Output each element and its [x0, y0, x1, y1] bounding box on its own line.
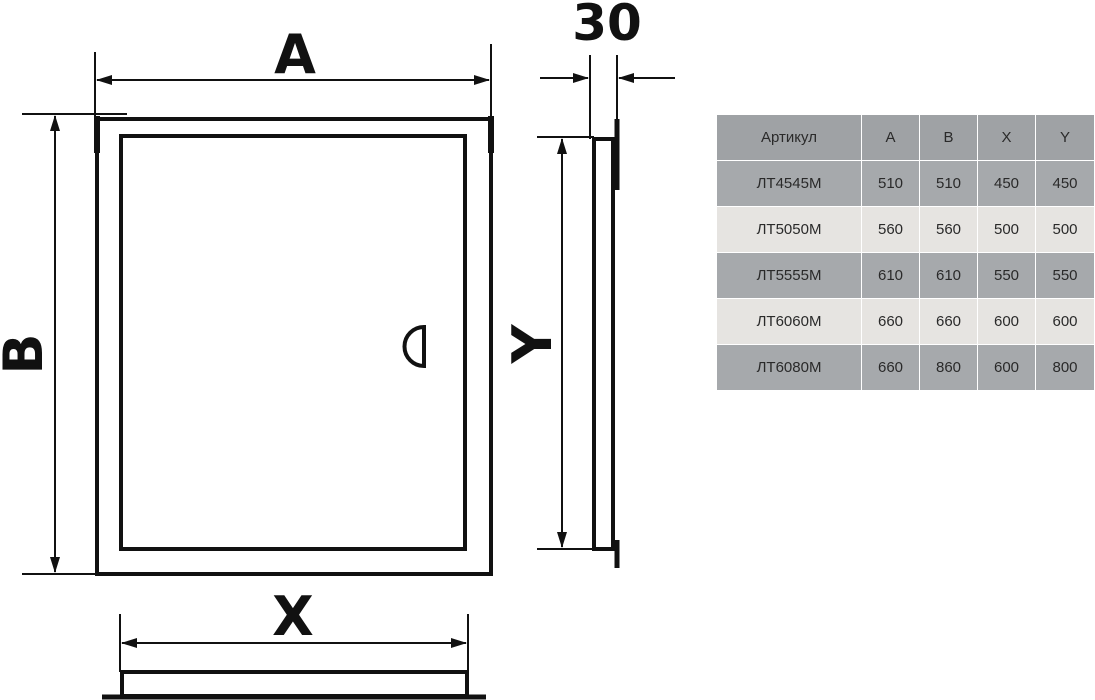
header-y: Y — [1035, 114, 1095, 161]
table-row: ЛТ5050М 560 560 500 500 — [716, 206, 1095, 253]
cell-x: 600 — [977, 298, 1036, 345]
label-30: 30 — [572, 0, 642, 52]
cell-x: 550 — [977, 252, 1036, 299]
door-panel — [119, 134, 467, 551]
cell-x: 450 — [977, 160, 1036, 207]
label-b: B — [0, 333, 55, 374]
header-b: B — [919, 114, 978, 161]
cell-a: 660 — [861, 298, 920, 345]
cell-y: 800 — [1035, 344, 1095, 391]
label-y: Y — [501, 324, 564, 365]
header-article: Артикул — [716, 114, 862, 161]
label-a: A — [274, 23, 316, 86]
cell-b: 610 — [919, 252, 978, 299]
cell-y: 450 — [1035, 160, 1095, 207]
cell-b: 510 — [919, 160, 978, 207]
cell-article: ЛТ6080М — [716, 344, 862, 391]
cell-x: 600 — [977, 344, 1036, 391]
table-row: ЛТ5555М 610 610 550 550 — [716, 252, 1095, 299]
cell-a: 610 — [861, 252, 920, 299]
cell-article: ЛТ4545М — [716, 160, 862, 207]
cell-a: 660 — [861, 344, 920, 391]
cell-y: 600 — [1035, 298, 1095, 345]
spec-table: Артикул A B X Y ЛТ4545М 510 510 450 450 … — [716, 114, 1095, 391]
table-row: ЛТ6060М 660 660 600 600 — [716, 298, 1095, 345]
label-x: X — [272, 585, 314, 648]
outer-frame — [95, 117, 493, 576]
cell-b: 860 — [919, 344, 978, 391]
table-row: ЛТ6080М 660 860 600 800 — [716, 344, 1095, 391]
cell-a: 510 — [861, 160, 920, 207]
cell-article: ЛТ6060М — [716, 298, 862, 345]
table-header-row: Артикул A B X Y — [716, 114, 1095, 161]
cell-article: ЛТ5050М — [716, 206, 862, 253]
header-a: A — [861, 114, 920, 161]
cell-a: 560 — [861, 206, 920, 253]
cell-b: 660 — [919, 298, 978, 345]
table-row: ЛТ4545М 510 510 450 450 — [716, 160, 1095, 207]
cell-y: 550 — [1035, 252, 1095, 299]
cell-b: 560 — [919, 206, 978, 253]
cell-x: 500 — [977, 206, 1036, 253]
header-x: X — [977, 114, 1036, 161]
side-view-body — [592, 137, 615, 551]
cell-y: 500 — [1035, 206, 1095, 253]
hatch-drawing: A B 30 Y X — [0, 0, 675, 700]
latch-handle — [402, 324, 426, 369]
bottom-view-body — [120, 670, 469, 698]
cell-article: ЛТ5555М — [716, 252, 862, 299]
